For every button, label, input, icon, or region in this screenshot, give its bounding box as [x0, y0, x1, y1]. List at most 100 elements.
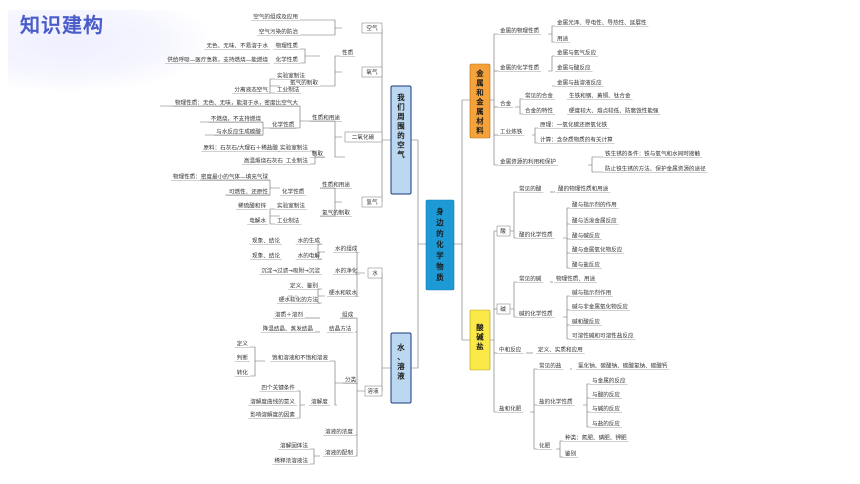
svg-text:碱: 碱 [500, 306, 506, 313]
alloy-common-value-label: 生铁和钢、黄铜、钛合金 [569, 92, 631, 100]
h2-phys-label: 物理性质：密度最小的气体—填充气球 [173, 173, 269, 181]
node-oxygen-chem-label: 化学性质 [273, 56, 300, 64]
oxygen-industry-label: 工业制法 [277, 86, 300, 94]
node-metal-phys: 金属的物理性质 [498, 27, 542, 35]
crystallization-value-label: 降温结晶、蒸发结晶 [263, 325, 314, 333]
oxygen-industry-value-label: 分离液态空气 [234, 86, 268, 94]
rust-prevention-label: 防止铁生锈的方法、保护金属资源的途径 [605, 165, 706, 173]
co2-industry-label: 工业制法 [286, 157, 309, 165]
node-acid-base: 酸与碱反应 [570, 232, 602, 240]
node-hard-water-def: 定义、鉴别 [288, 282, 320, 290]
acid-salt-label: 酸与盐反应 [572, 261, 600, 269]
node-rust-prevention: 防止铁生锈的方法、保护金属资源的途径 [603, 165, 708, 173]
water-purify-value-label: 沉淀→过滤→吸附→沉淀 [261, 267, 320, 275]
node-water-composition: 水的组成 [333, 245, 360, 253]
svg-text:溶液: 溶液 [367, 387, 379, 395]
vertical-titles: 身边的化学物质 我们周围的空气 水、溶液 金属和金属材料 酸碱盐 [396, 69, 484, 381]
acid-branch-title: 酸碱盐 [476, 323, 484, 351]
oxygen-chem-label-label: 化学性质 [276, 56, 299, 64]
co2-chem-value-1-label: 不燃烧，不支持燃烧 [211, 115, 262, 123]
connector-lines [160, 19, 603, 465]
node-solubility-conditions: 四个关键条件 [259, 384, 297, 392]
title-decoration [8, 10, 208, 90]
common-bases-label: 常见的碱 [519, 275, 542, 283]
h2-lab-label: 实验室制法 [277, 202, 305, 210]
node-co2-phys: 物理性质：无色、无味，能溶于水，密度比空气大 [172, 99, 300, 107]
node-metal-oxygen: 金属与氧气反应 [555, 49, 599, 57]
co2-prep-label-label: 制取 [312, 150, 324, 158]
co2-industry-value-label: 高温煅烧石灰石 [244, 157, 284, 165]
node-common-bases: 常见的碱 [517, 275, 544, 283]
prep-dissolve-solid-label: 溶解固体法 [280, 442, 308, 450]
node-h2-chem-label: 化学性质 [280, 188, 307, 196]
node-alloy-common-value: 生铁和钢、黄铜、钛合金 [567, 92, 633, 100]
node-salt-acid: 与酸的反应 [590, 391, 622, 399]
boxed-nodes: 空气 氧气 二氧化碳 氢气 水 溶液 酸 碱 [344, 22, 511, 397]
node-h2-phys: 物理性质：密度最小的气体—填充气球 [170, 173, 270, 181]
water-generation-value-label: 现象、结论 [252, 237, 280, 245]
node-solution-preparation: 溶液的配制 [323, 449, 355, 457]
node-alloy-common: 常见的合金 [523, 92, 555, 100]
water-electrolysis-label: 水的电解 [298, 252, 321, 260]
salt-metal-label: 与金属的反应 [592, 377, 626, 385]
metal-oxygen-label: 金属与氧气反应 [557, 49, 597, 57]
node-alloy: 合金 [498, 100, 514, 108]
saturated-judgement-label: 判断 [237, 354, 249, 362]
solution-classification-label: 分类 [345, 376, 357, 384]
common-acids-label: 常见的酸 [519, 185, 542, 193]
svg-text:酸: 酸 [500, 227, 506, 235]
node-saturated-conversion: 转化 [234, 369, 250, 377]
node-salt-metal: 与金属的反应 [590, 377, 628, 385]
node-common-salts-value: 氯化钠、碳酸钠、碳酸氢钠、碳酸钙 [576, 362, 670, 370]
node-water-generation: 水的生成 [295, 237, 322, 245]
node-smelting-principle: 原理：一氧化碳还原氧化铁 [538, 121, 610, 129]
metal-chem-label: 金属的化学性质 [500, 64, 540, 72]
node-oxygen-industry-value: 分离液态空气 [232, 86, 270, 94]
salts-fertilizers-label: 盐和化肥 [499, 405, 522, 413]
node-fertilizer-identification: 鉴别 [563, 450, 579, 458]
acid-chem-label: 酸的化学性质 [519, 231, 553, 239]
node-co2-chem-value-1: 不燃烧，不支持燃烧 [208, 115, 263, 123]
oxygen-props-label-label: 性质 [342, 49, 354, 57]
node-acid-indicator: 酸与指示剂的作用 [570, 201, 619, 209]
water-generation-label: 水的生成 [298, 237, 321, 245]
svg-text:氧气: 氧气 [366, 68, 378, 76]
node-common-acids: 常见的酸 [517, 185, 544, 193]
node-oxygen-props-label: 性质 [340, 49, 356, 57]
solubility-conditions-label: 四个关键条件 [261, 384, 295, 392]
alloy-label: 合金 [500, 100, 512, 108]
svg-text:二氧化碳: 二氧化碳 [352, 133, 375, 141]
node-base-nonmetal-oxide: 碱与非金属氧化物反应 [570, 303, 630, 311]
base-chem-label: 碱的化学性质 [519, 310, 553, 318]
air-composition-use-label: 空气的组成及应用 [253, 13, 298, 21]
air-pollution-prevention-label: 空气污染的防治 [259, 28, 299, 36]
metal-phys-value-label: 金属光泽、导电性、导热性、延展性 [557, 19, 647, 27]
node-base-acid: 碱和酸反应 [570, 318, 602, 326]
water-composition-label: 水的组成 [335, 245, 358, 253]
metal-salt-label: 金属与盐溶液反应 [557, 79, 602, 87]
salt-chem-label: 盐的化学性质 [539, 398, 573, 406]
saturated-definition-label: 定义 [237, 340, 249, 348]
h2-chem-label-label: 化学性质 [282, 188, 305, 196]
svg-text:空气: 空气 [366, 24, 378, 32]
acid-metal-label: 酸与活泼金属反应 [572, 217, 617, 225]
solubility-label: 溶解度 [311, 398, 328, 406]
node-co2-industry: 工业制法 [283, 157, 310, 165]
node-salt-salt: 与盐的反应 [590, 420, 622, 428]
alloy-props-label: 合金的特性 [525, 107, 553, 115]
acid-indicator-label: 酸与指示剂的作用 [572, 201, 617, 209]
node-common-salts: 常见的盐 [537, 362, 564, 370]
node-solution: 溶液 [364, 385, 383, 397]
node-salt-chem: 盐的化学性质 [537, 398, 575, 406]
co2-chem-label-label: 化学性质 [272, 121, 295, 129]
node-oxygen-industry: 工业制法 [275, 86, 302, 94]
node-crystallization-value: 降温结晶、蒸发结晶 [260, 325, 315, 333]
saturated-conversion-label: 转化 [237, 369, 249, 377]
main-boxes [390, 63, 491, 404]
salt-acid-label: 与酸的反应 [592, 391, 620, 399]
oxygen-prep-label-label: 氧气的制取 [290, 79, 318, 87]
svg-text:氢气: 氢气 [366, 198, 378, 206]
co2-chem-value-2-label: 与水反应生成碳酸 [216, 128, 261, 136]
svg-text:水: 水 [372, 269, 378, 277]
